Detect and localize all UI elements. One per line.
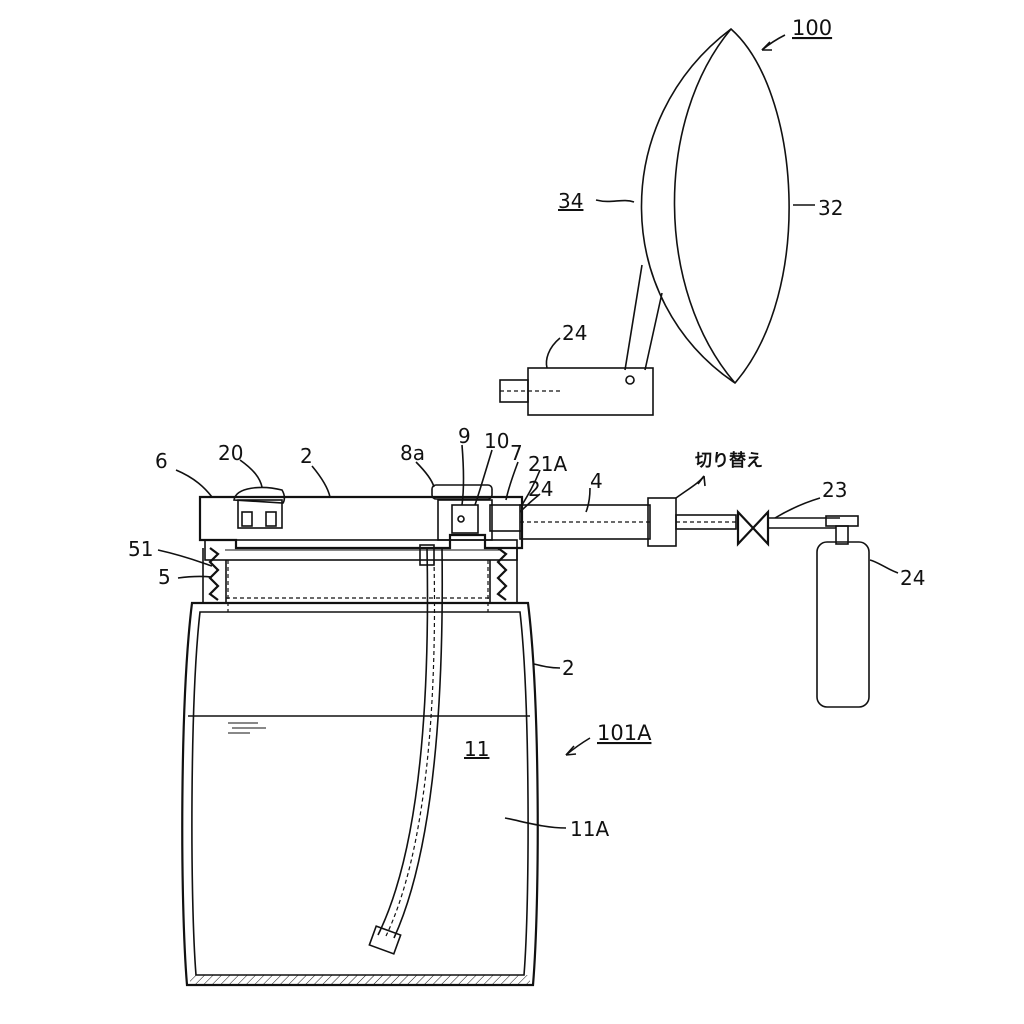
leader-lines: [157, 34, 899, 829]
label-10: 10: [484, 429, 509, 453]
label-32: 32: [818, 196, 843, 220]
label-2-side: 2: [562, 656, 575, 680]
label-24-mid: 24: [528, 477, 553, 501]
thread-right: [496, 547, 508, 601]
balloon-inner-line: [673, 28, 736, 384]
labels: 100 34 32 24 6 20 2 8a 9 10 7 21A 24 4 切…: [128, 16, 925, 841]
label-9: 9: [458, 424, 471, 448]
switch-coupling: [647, 497, 677, 547]
connector-block: [527, 367, 654, 416]
label-7: 7: [510, 441, 523, 465]
bottle: [181, 601, 539, 987]
balloon-stem: [624, 264, 663, 371]
dip-tube: [368, 544, 444, 955]
label-5: 5: [158, 565, 171, 589]
bottle-outer: [181, 601, 539, 987]
label-24-top: 24: [562, 321, 587, 345]
knob-body: [237, 499, 283, 529]
valve-chamber: [451, 504, 479, 534]
label-100: 100: [792, 16, 832, 40]
label-switch: 切り替え: [695, 450, 763, 471]
label-101A: 101A: [597, 721, 652, 745]
balloon-outline: [640, 27, 790, 385]
dip-tube-tip: [368, 925, 402, 955]
label-20: 20: [218, 441, 243, 465]
bottle-inner: [191, 611, 529, 976]
label-8a: 8a: [400, 441, 425, 465]
label-6: 6: [155, 449, 168, 473]
gas-cylinder-24: [816, 541, 870, 708]
balloon-assembly: [499, 27, 790, 416]
bottle-neck: [202, 539, 518, 612]
label-4: 4: [590, 469, 603, 493]
valve-23: [736, 509, 770, 547]
label-11A: 11A: [570, 817, 609, 841]
connector-pin: [625, 375, 635, 385]
label-21A: 21A: [528, 452, 567, 476]
port-21A: [489, 504, 523, 532]
label-11: 11: [464, 737, 489, 761]
cap-block: [198, 484, 524, 550]
label-34: 34: [558, 189, 583, 213]
label-51: 51: [128, 537, 153, 561]
label-2-top: 2: [300, 444, 313, 468]
gas-line: [519, 497, 870, 708]
knob-20: [233, 486, 286, 504]
label-23: 23: [822, 478, 847, 502]
thread-left: [208, 547, 220, 601]
label-24-right: 24: [900, 566, 925, 590]
